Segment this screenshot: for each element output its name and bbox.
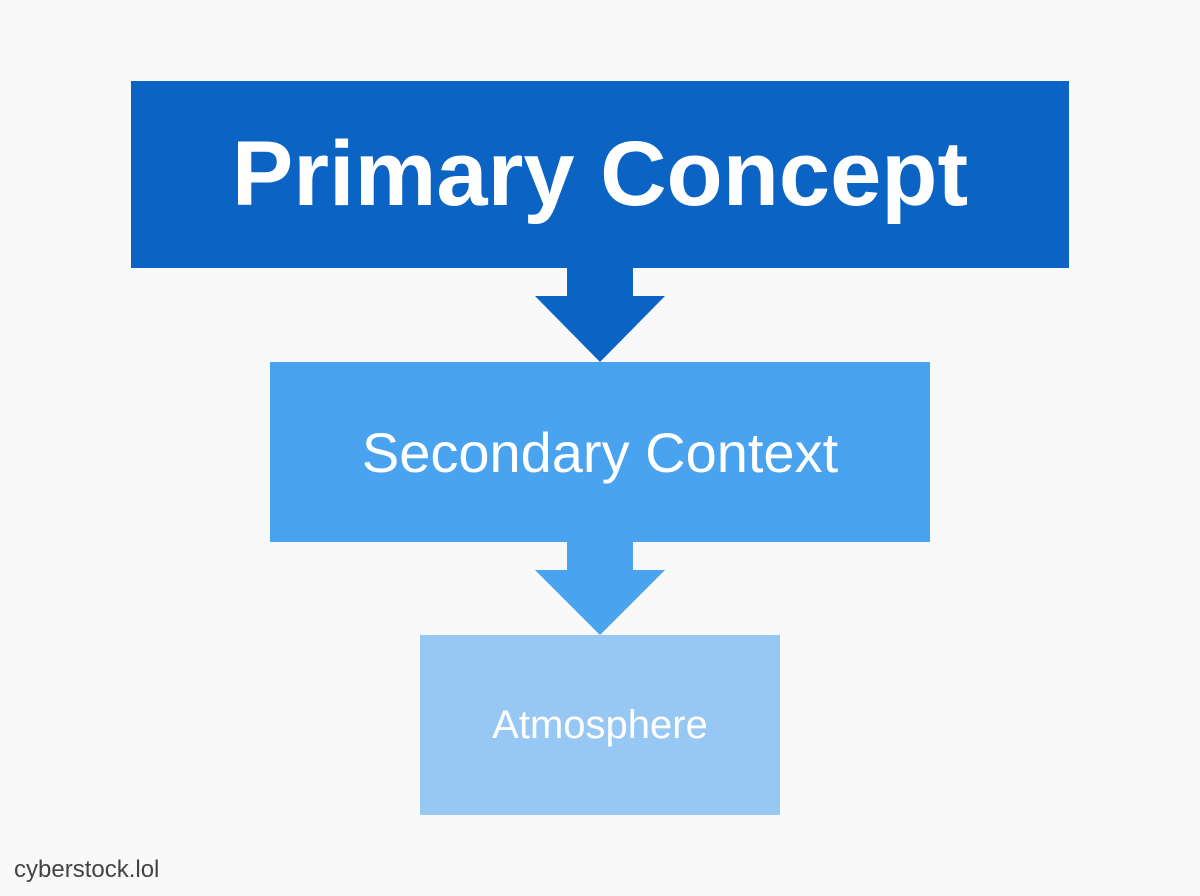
arrow-primary-to-secondary (535, 266, 665, 362)
watermark-text: cyberstock.lol (14, 856, 160, 883)
node-atmosphere: Atmosphere (420, 635, 780, 815)
node-primary-label: Primary Concept (231, 123, 969, 225)
node-secondary-label: Secondary Context (361, 420, 839, 484)
node-primary-concept: Primary Concept (131, 81, 1069, 268)
node-tertiary-label: Atmosphere (492, 702, 708, 747)
arrow-secondary-to-tertiary (535, 540, 665, 635)
node-secondary-context: Secondary Context (270, 362, 930, 542)
